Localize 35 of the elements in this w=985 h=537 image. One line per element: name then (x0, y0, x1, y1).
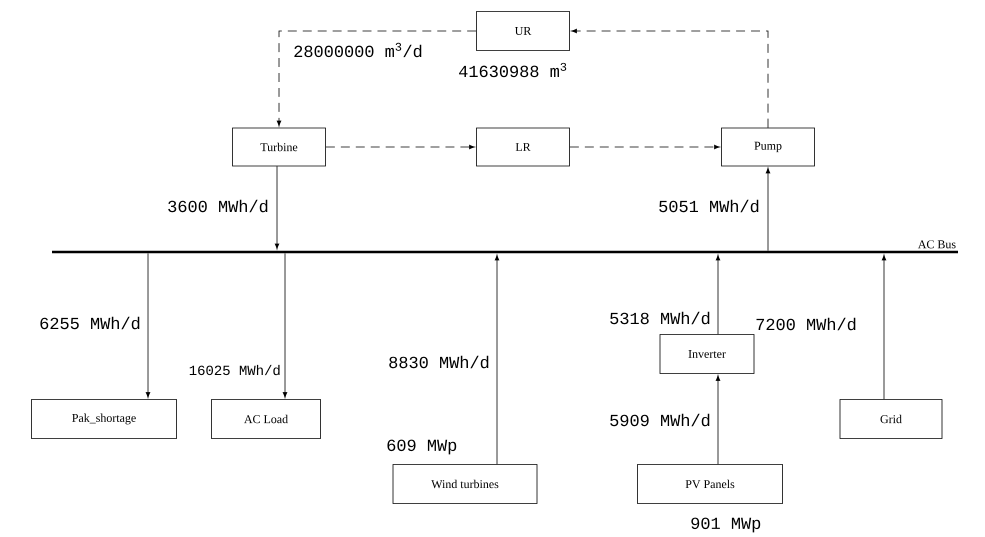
capacity-label: 609 MWp (387, 440, 456, 454)
arrow (570, 144, 720, 150)
process-box: Inverter (660, 334, 754, 374)
edge-label: 28000000 m$^{3}$/d (294, 42, 422, 58)
capacity-label: 901 MWp (691, 518, 760, 532)
arrow (146, 253, 150, 398)
arrow (276, 30, 476, 126)
arrow (274, 166, 280, 250)
edge-label: 5051 MWh/d (659, 200, 758, 212)
process-box: Turbine (232, 128, 326, 166)
edge-label: 5318 MWh/d (610, 312, 710, 324)
edge-label: 16025 MWh/d (190, 364, 280, 376)
capacity-label: 41630988 m$^{3}$ (459, 62, 566, 78)
bus-line: AC Bus (52, 240, 958, 254)
arrow (716, 254, 720, 334)
process-box: AC Load (211, 399, 321, 439)
process-box: Pak_shortage (31, 399, 177, 439)
edge-label: 7200 MWh/d (756, 318, 856, 330)
arrow (326, 144, 475, 150)
edge-label: 8830 MWh/d (389, 356, 488, 368)
arrow (571, 28, 768, 128)
arrow (882, 254, 886, 400)
process-box: UR (476, 11, 570, 51)
edge-label: 5909 MWh/d (610, 414, 710, 426)
process-box: Pump (721, 128, 815, 166)
arrow (716, 375, 720, 464)
arrow (494, 254, 500, 464)
edge-label: 3600 MWh/d (168, 200, 268, 212)
process-box: PV Panels (637, 464, 783, 504)
process-box: Grid (840, 399, 942, 439)
arrow (766, 168, 770, 251)
process-box: LR (476, 128, 570, 166)
arrow (282, 253, 288, 398)
edge-label: 6255 MWh/d (40, 316, 140, 330)
process-box: Wind turbines (392, 464, 538, 504)
